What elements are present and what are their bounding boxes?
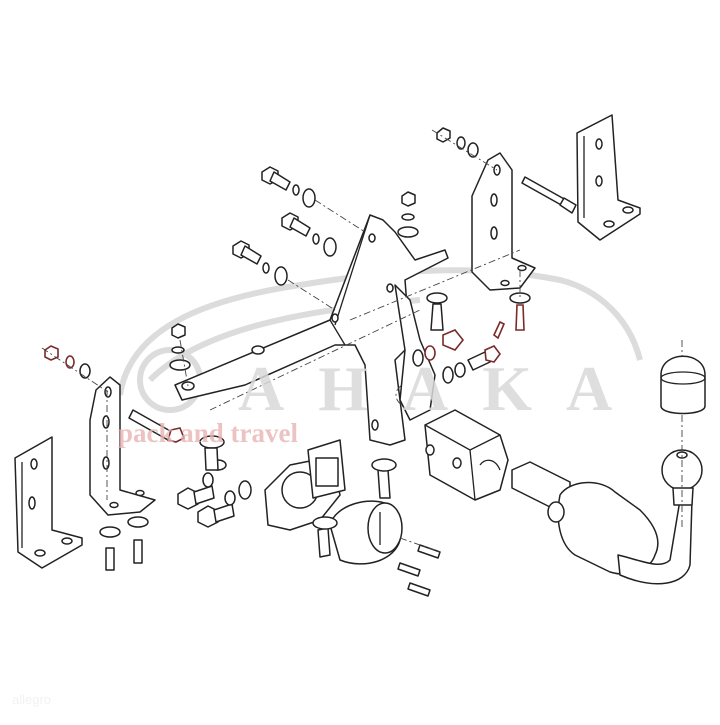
socket-plate	[177, 435, 346, 531]
left-side-bracket	[41, 345, 186, 571]
tow-ball-arm	[511, 340, 703, 585]
electrical-socket	[312, 458, 441, 597]
ball-cap	[660, 355, 706, 415]
right-angle-plate	[576, 114, 641, 241]
main-frame	[174, 214, 521, 446]
right-side-bracket	[431, 127, 577, 331]
left-angle-plate	[14, 436, 83, 569]
receiver-block	[424, 409, 509, 501]
bolts-washers-nuts	[169, 166, 506, 387]
